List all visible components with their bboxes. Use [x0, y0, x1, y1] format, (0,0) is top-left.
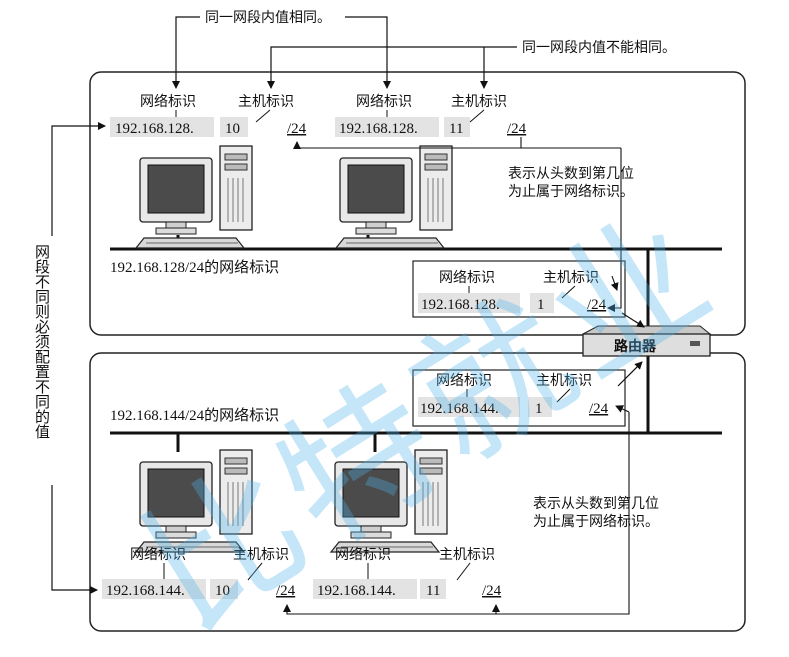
ip-host: 10: [225, 121, 240, 137]
network-id-label: 网络标识: [140, 94, 196, 110]
host-id-label: 主机标识: [439, 547, 495, 563]
computer-icon-top-a: [136, 146, 252, 248]
network-label-bottom: 192.168.144/24的网络标识: [110, 407, 279, 424]
prefix-note: 为止属于网络标识。: [533, 514, 659, 530]
ip-prefix: /24: [287, 121, 307, 137]
host-id-label: 主机标识: [238, 94, 294, 110]
network-id-label: 网络标识: [356, 94, 412, 110]
ip-network: 192.168.128.: [115, 121, 194, 137]
computer-icon-top-b: [336, 146, 452, 248]
network-label-top: 192.168.128/24的网络标识: [110, 259, 279, 276]
ip-host: 11: [449, 121, 463, 137]
ip-prefix: /24: [482, 583, 502, 599]
ip-prefix: /24: [507, 121, 527, 137]
note-same-in-segment: 同一网段内值相同。: [205, 10, 331, 26]
ip-network: 192.168.128.: [339, 121, 418, 137]
host-id-label: 主机标识: [451, 94, 507, 110]
prefix-note: 表示从头数到第几位: [533, 495, 659, 512]
prefix-note: 表示从头数到第几位: [508, 165, 634, 182]
prefix-note: 为止属于网络标识。: [508, 184, 634, 200]
ip-host: 11: [426, 583, 440, 599]
side-note: 网段不同则必须配置不同的值: [33, 244, 51, 439]
note-unique-in-segment: 同一网段内值不能相同。: [522, 40, 676, 56]
